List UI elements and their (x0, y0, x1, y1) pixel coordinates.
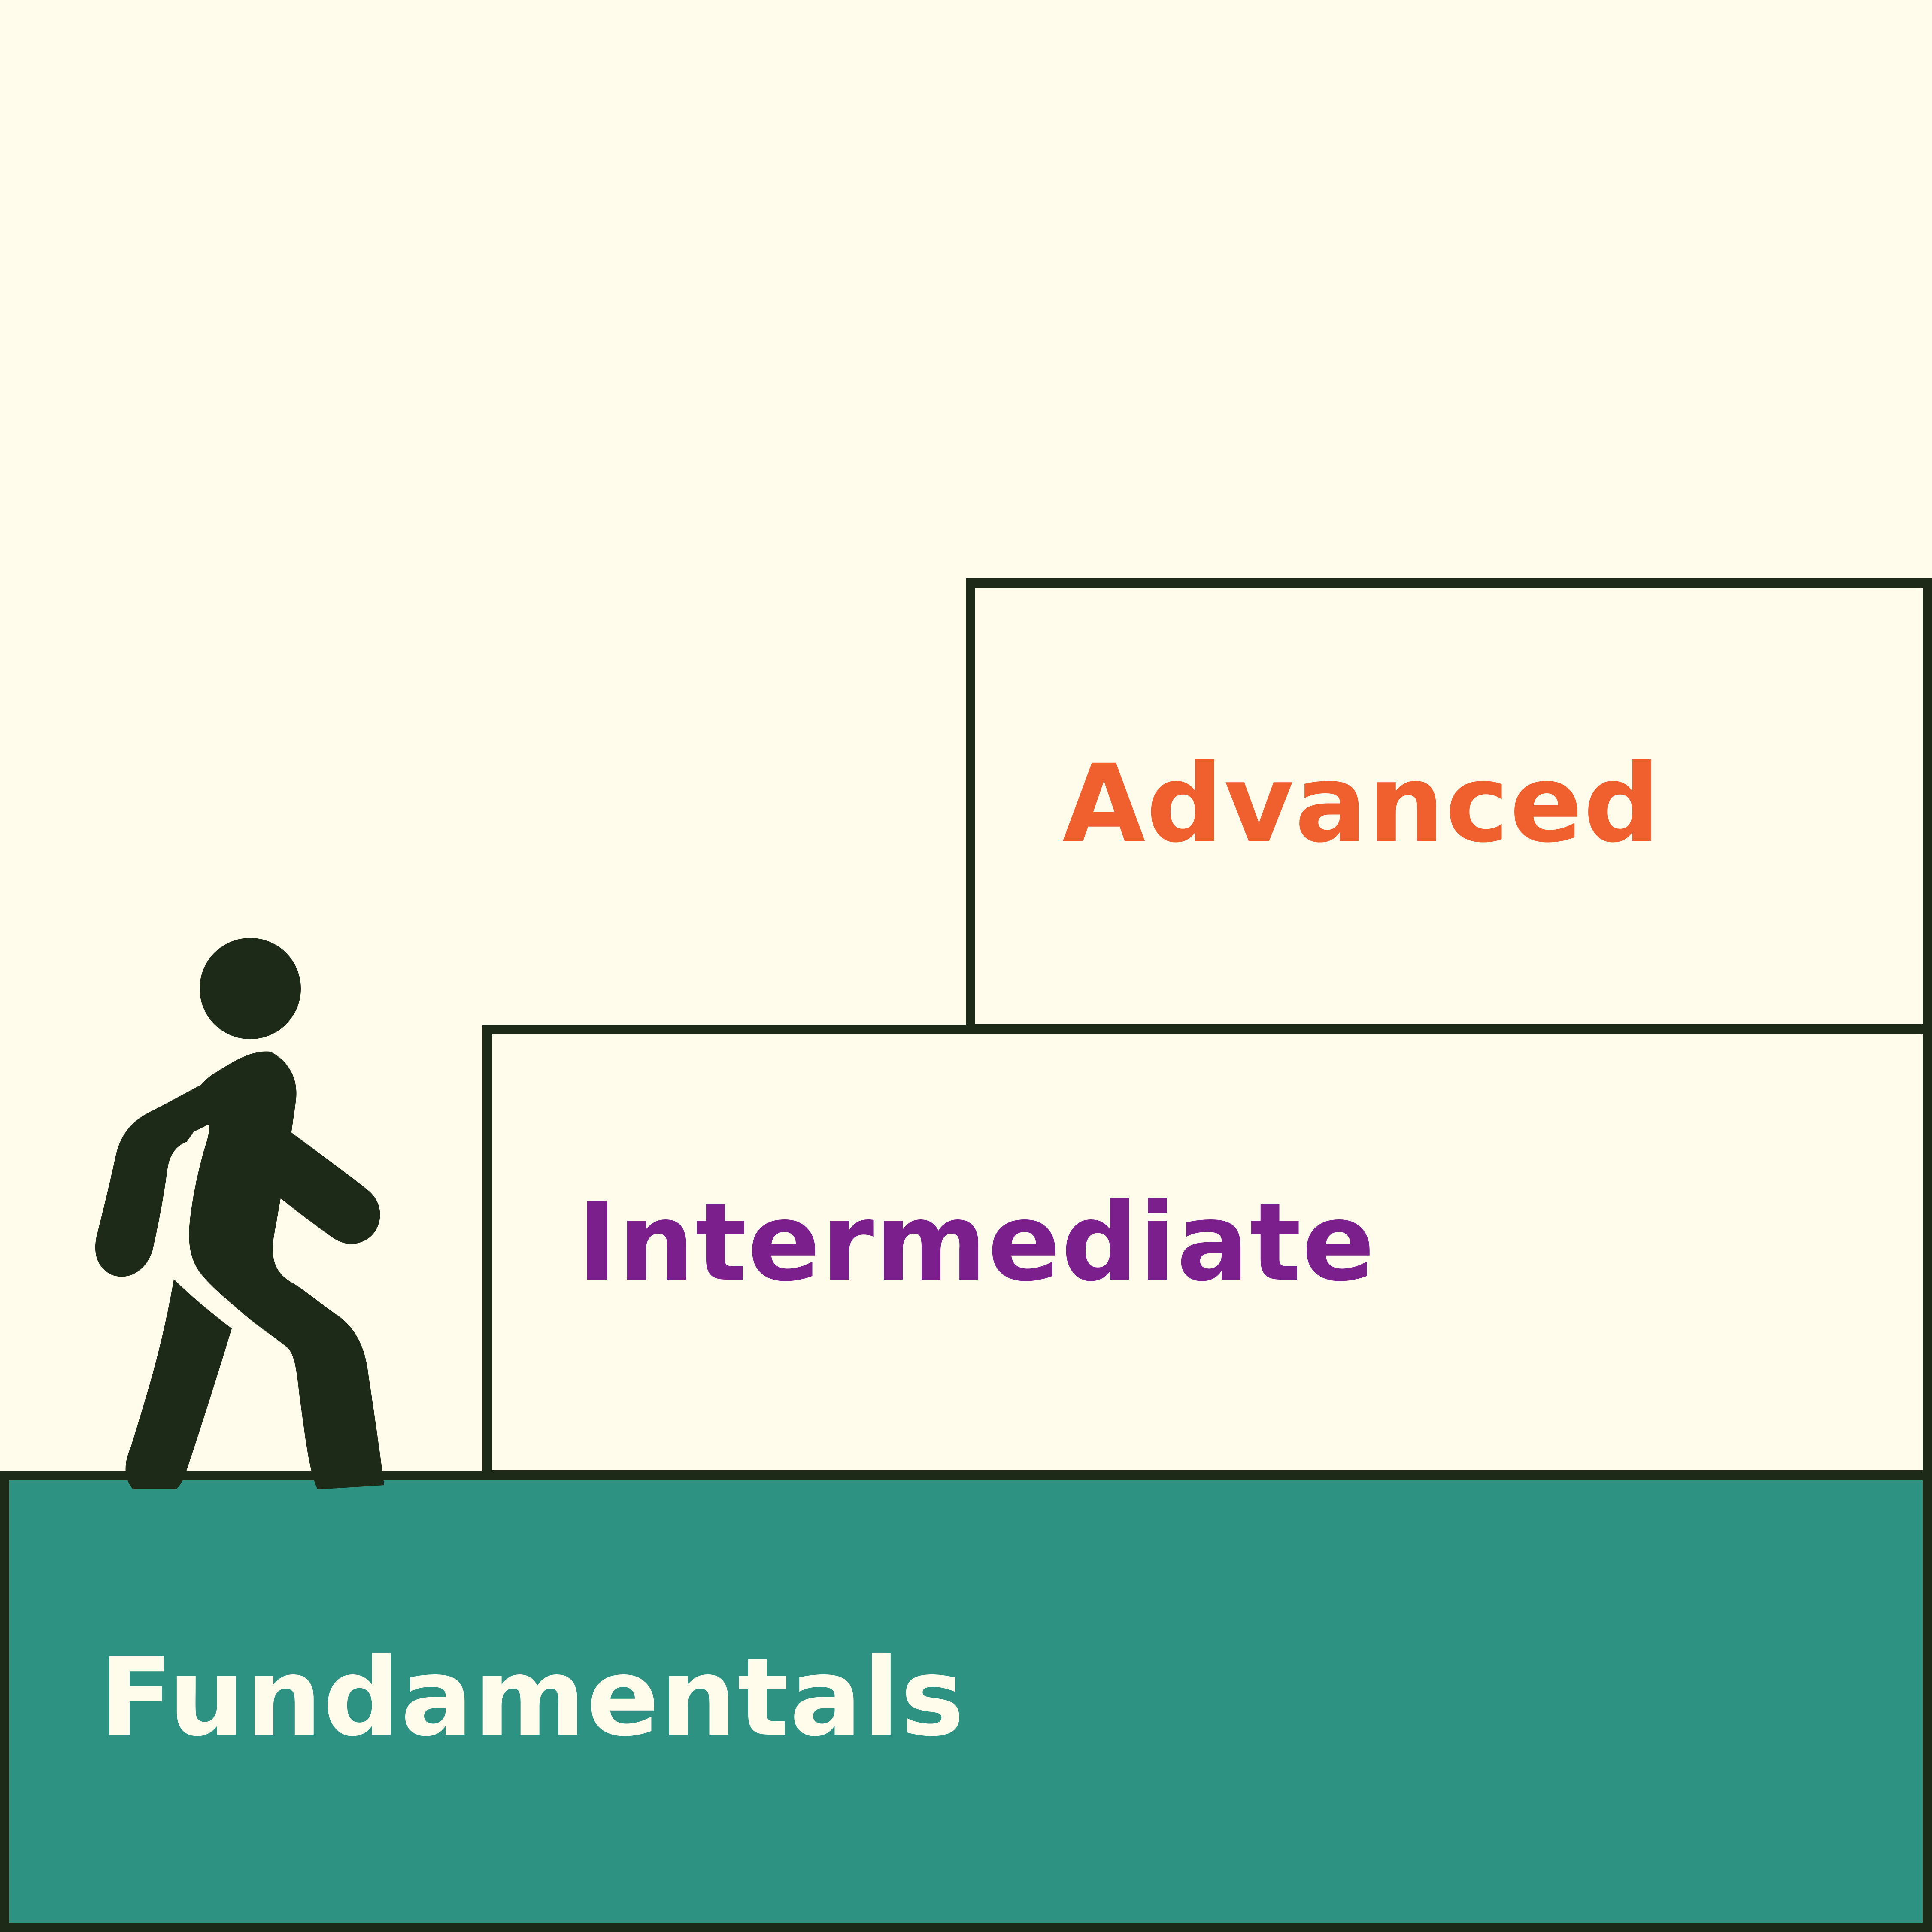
person-back-arm (95, 1069, 238, 1277)
walking-person-icon (95, 938, 384, 1489)
walking-person-shape (95, 938, 384, 1489)
label-fundamentals: Fundamentals (100, 1635, 965, 1760)
step-intermediate (482, 1025, 1932, 1480)
label-intermediate: Intermediate (577, 1180, 1376, 1305)
step-fundamentals (0, 1471, 1932, 1932)
label-advanced: Advanced (1062, 741, 1661, 866)
step-advanced (966, 578, 1932, 1033)
person-back-leg (125, 1279, 232, 1489)
person-head (200, 938, 301, 1039)
person-front-arm (270, 1122, 380, 1244)
person-torso (189, 1051, 384, 1489)
